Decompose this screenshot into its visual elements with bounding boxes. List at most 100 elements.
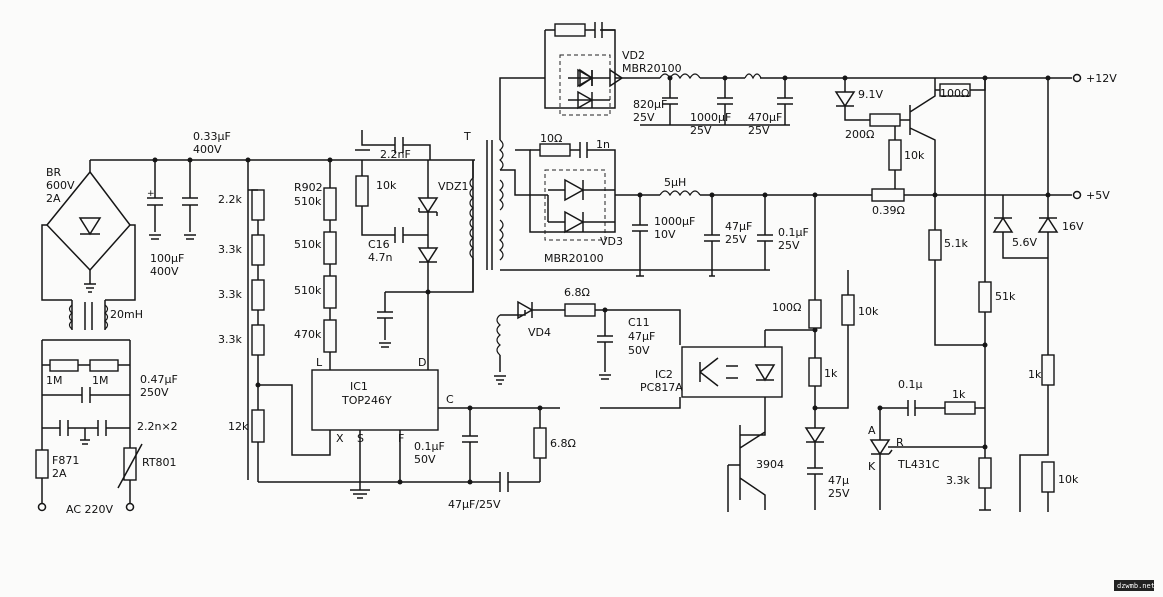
- label-r-10k-fb: 10k: [858, 305, 879, 318]
- clamp-diode: [417, 247, 439, 264]
- label-r-510k-2: 510k: [294, 284, 322, 297]
- label-r902: R902: [294, 181, 323, 194]
- svg-text:+: +: [147, 189, 155, 199]
- label-vdz1: VDZ1: [438, 180, 469, 193]
- label-c-1000u-12v: 1000μF: [690, 111, 731, 124]
- label-c-0u1-5v: 0.1μF: [778, 226, 809, 239]
- label-output-12v: +12V: [1086, 72, 1117, 85]
- ic1-top246y: [311, 369, 439, 431]
- label-q-3904: 3904: [756, 458, 784, 471]
- capacitor-2n2: [361, 130, 431, 160]
- snubber-resistor-10k: [355, 175, 369, 207]
- label-c-47u-5v: 47μF: [725, 220, 752, 233]
- vd3-diode-upper: [564, 178, 585, 202]
- label-c-0u1-comp: 0.1μ: [898, 378, 923, 391]
- label-br-voltage: 600V: [46, 179, 75, 192]
- label-c-470u-voltage: 25V: [748, 124, 770, 137]
- capacitor-c16: [361, 206, 428, 243]
- label-ac-input: AC 220V: [66, 503, 114, 516]
- resistor-6r8-bias: [564, 303, 596, 317]
- capacitor-47u-5v: [704, 195, 720, 270]
- vd2-package: [559, 54, 611, 116]
- label-r-51k: 51k: [995, 290, 1016, 303]
- label-r-6r8-bias: 6.8Ω: [564, 286, 590, 299]
- bias-capacitor: [377, 292, 393, 348]
- label-l-5uh: 5μH: [664, 176, 686, 189]
- label-c-2n2: 2.2nF: [380, 148, 411, 161]
- capacitor-47u-fb: [807, 442, 823, 510]
- capacitor-1000u-5v: [632, 195, 648, 270]
- label-c-47u-control: 47μF/25V: [448, 498, 501, 511]
- label-c-x-voltage: 250V: [140, 386, 169, 399]
- label-tl431-anode: A: [868, 424, 876, 437]
- label-tl431-cathode: K: [868, 460, 876, 473]
- capacitor-820u: [662, 78, 678, 125]
- output-5v: [515, 78, 1082, 458]
- secondary-windings: [499, 139, 504, 261]
- label-r-5k1: 5.1k: [944, 237, 968, 250]
- resistor-12k: [251, 409, 265, 443]
- label-vd4: VD4: [528, 326, 551, 339]
- label-r-10k-q: 10k: [904, 149, 925, 162]
- label-r-1k-right: 1k: [1028, 368, 1042, 381]
- optocoupler-ic2: [681, 346, 783, 398]
- capacitor-47u-control: [499, 472, 509, 492]
- resistor-100r-fb: [808, 299, 822, 329]
- label-c-1000u-5v-voltage: 10V: [654, 228, 676, 241]
- zener-5v6: [992, 195, 1048, 259]
- label-r-1k-fb: 1k: [824, 367, 838, 380]
- label-r-3k3-fb: 3.3k: [946, 474, 970, 487]
- label-tl431-part: TL431C: [897, 458, 940, 471]
- label-choke: 20mH: [110, 308, 143, 321]
- resistor-1k-fb: [808, 357, 822, 387]
- series-transistor: [900, 78, 936, 230]
- resistor-10k-q: [888, 139, 902, 171]
- snubber-resistor-12v: [554, 23, 586, 37]
- resistor-r902: [323, 187, 337, 221]
- label-ic2: IC2: [655, 368, 673, 381]
- resistor-3k3-2: [251, 279, 265, 311]
- label-c-bulk: 100μF: [150, 252, 184, 265]
- transistor-3904: [739, 408, 766, 510]
- capacitor-470u: [777, 78, 793, 125]
- label-zener-5v6: 5.6V: [1012, 236, 1037, 249]
- label-c-bulk-voltage: 400V: [150, 265, 179, 278]
- terminal-5v: [1072, 190, 1082, 200]
- resistor-510k-2: [323, 275, 337, 309]
- label-ntc: RT801: [142, 456, 177, 469]
- resistor-3k3-fb: [978, 457, 992, 489]
- label-c11-voltage: 50V: [628, 344, 650, 357]
- transformer-t: [469, 77, 770, 385]
- label-r-10k-right: 10k: [1058, 473, 1079, 486]
- feedback-section: [510, 195, 1055, 512]
- diode-fb: [804, 427, 826, 444]
- label-zener-9v1: 9.1V: [858, 88, 883, 101]
- label-vd3-part: MBR20100: [544, 252, 604, 265]
- watermark-text: dzwmb.net: [1117, 582, 1155, 590]
- label-c16: C16: [368, 238, 390, 251]
- output-12v: [544, 22, 1082, 230]
- ac-terminal-left: [37, 502, 47, 512]
- x-capacitor: [42, 387, 130, 403]
- label-fuse: F871: [52, 454, 79, 467]
- resistor-3k3-3: [251, 324, 265, 356]
- label-vd3: VD3: [600, 235, 623, 248]
- label-c11-value: 47μF: [628, 330, 655, 343]
- primary-winding: [469, 177, 474, 259]
- diode-vd4: [510, 300, 534, 320]
- vd3-diode-lower: [564, 210, 585, 234]
- label-vd2: VD2: [622, 49, 645, 62]
- label-r-0r39: 0.39Ω: [872, 204, 905, 217]
- label-r-470k: 470k: [294, 328, 322, 341]
- label-r-3k3-1: 3.3k: [218, 243, 242, 256]
- filter-inductor-12v: [659, 73, 701, 80]
- bias-winding: [496, 314, 501, 356]
- label-r-3k3-3: 3.3k: [218, 333, 242, 346]
- snubber-capacitor-1n: [530, 142, 605, 158]
- label-c-x: 0.47μF: [140, 373, 178, 386]
- resistor-5k1: [928, 229, 942, 261]
- fuse-f871: [35, 449, 49, 479]
- label-c-470u: 470μF: [748, 111, 782, 124]
- capacitor-0u1-control: [462, 408, 478, 482]
